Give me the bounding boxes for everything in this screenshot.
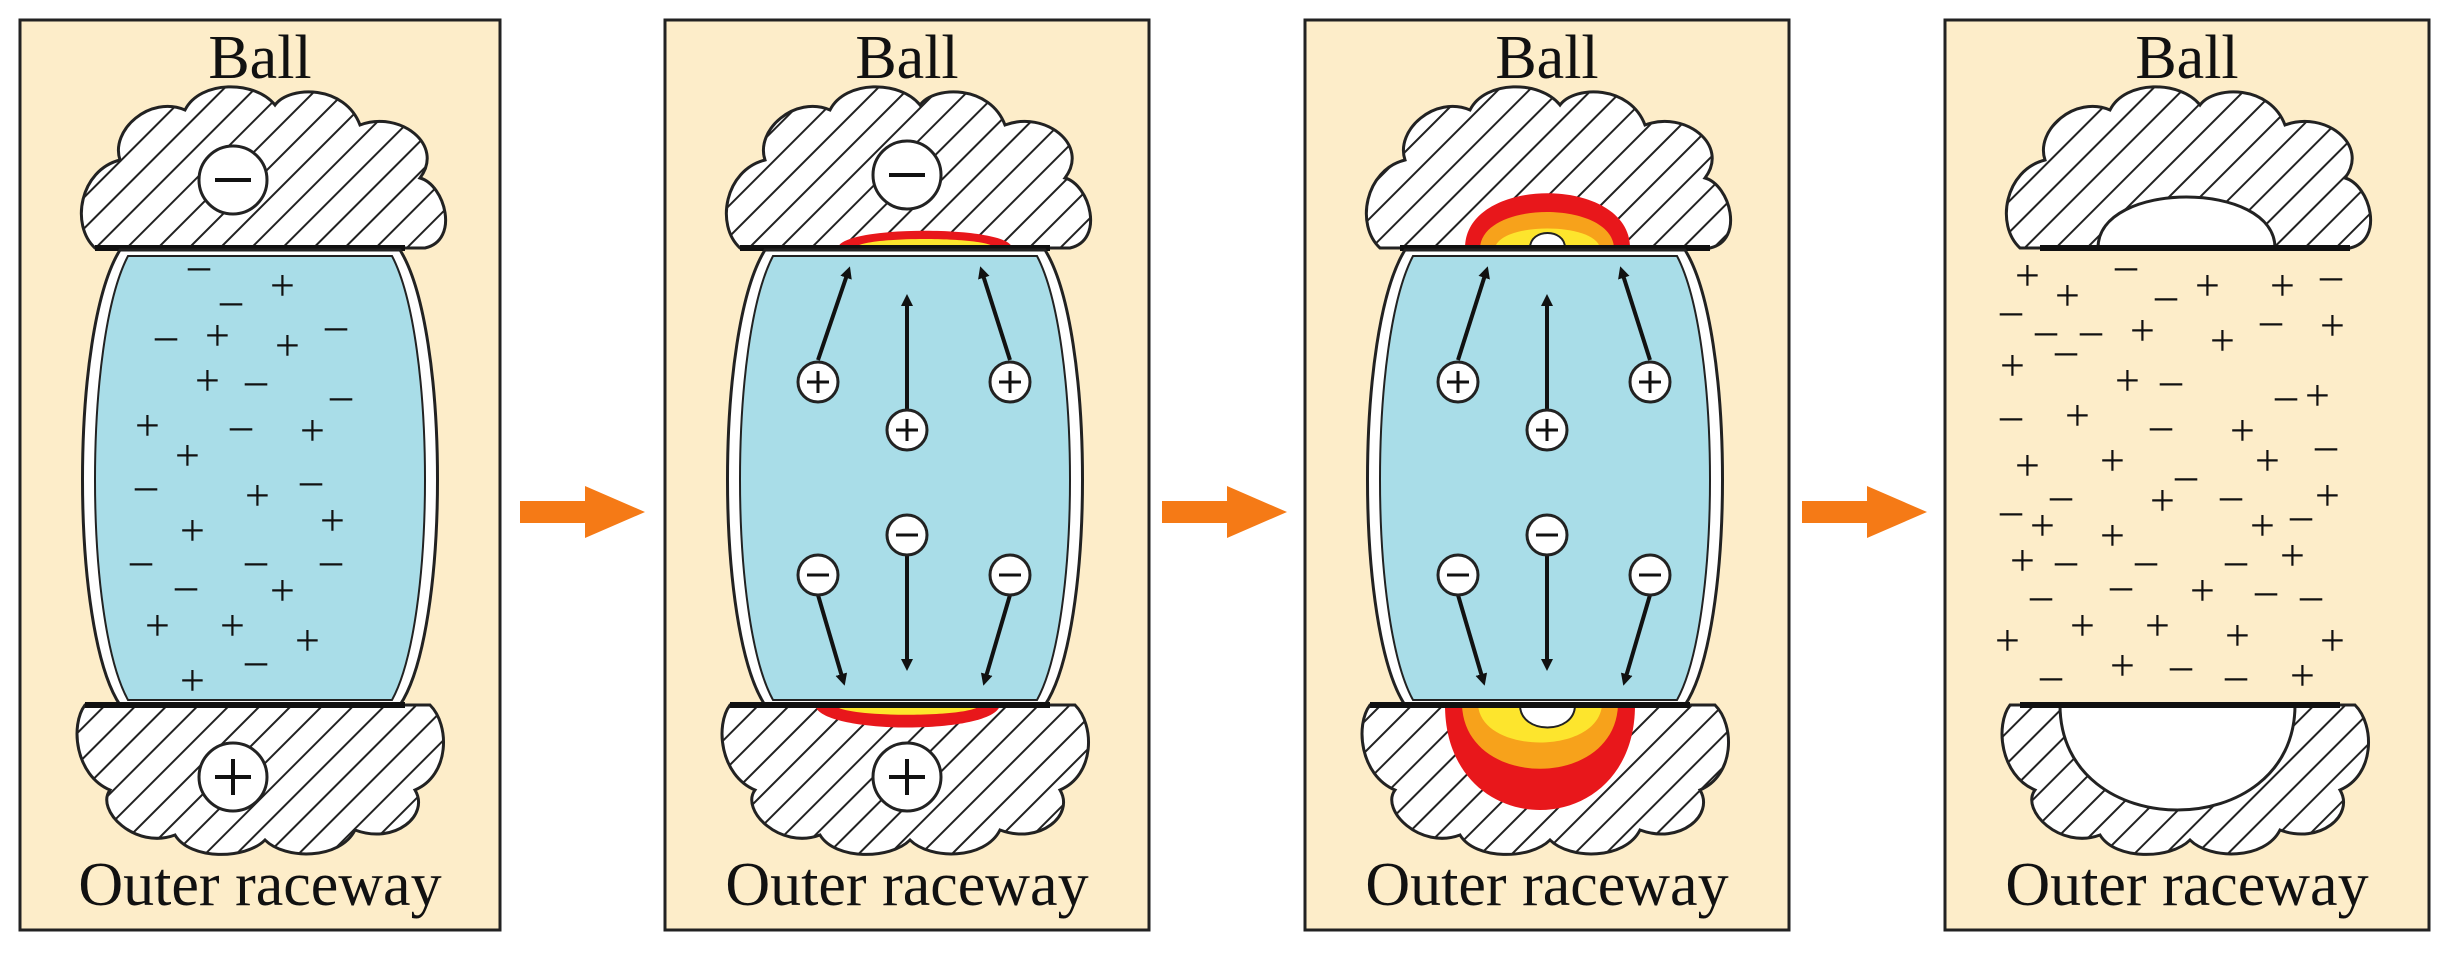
ball-label: Ball — [2135, 24, 2238, 92]
plus-charge-icon — [988, 360, 1032, 404]
ball-surface — [1364, 85, 1732, 250]
lubricant-film — [94, 255, 426, 701]
panel-3: Ball — [1303, 18, 1791, 932]
minus-charge-icon — [1628, 553, 1672, 597]
plus-charge-icon — [197, 741, 269, 813]
plus-charge-icon — [1436, 360, 1480, 404]
minus-charge-icon — [796, 553, 840, 597]
panel-1: Ball –+ – –++– +–– +–+ + –+– ++ ––– –+ — [18, 18, 502, 932]
ball-label: Ball — [1495, 24, 1598, 92]
minus-charge-icon — [197, 144, 269, 216]
plus-charge-icon — [1525, 408, 1569, 452]
ball-label: Ball — [208, 24, 311, 92]
minus-charge-icon — [988, 553, 1032, 597]
right-arrow-icon — [520, 486, 645, 538]
dispersed-charges: +–++– –+–+ ––++– +–+–+ –+–+– ++–+– ––+–+… — [1995, 241, 2356, 700]
pit-bottom — [2058, 703, 2297, 812]
panel-2: Ball — [663, 18, 1151, 932]
pit-top — [2096, 195, 2277, 250]
minus-charge-icon — [1436, 553, 1480, 597]
right-arrow-icon — [1802, 486, 1927, 538]
plus-charge-icon — [885, 408, 929, 452]
right-arrow-icon — [1162, 486, 1287, 538]
migration-arrows — [1456, 266, 1652, 686]
ball-label: Ball — [855, 24, 958, 92]
ball-surface — [2004, 85, 2372, 250]
plus-charge-icon — [871, 741, 943, 813]
outer-raceway-label: Outer raceway — [2005, 851, 2368, 919]
migration-arrows — [816, 266, 1012, 686]
plus-charge-icon — [796, 360, 840, 404]
panel-4: Ball +–++– –+–+ ––++– +–+–+ –+–+– ++–+– … — [1943, 18, 2431, 932]
minus-charge-icon — [885, 513, 929, 557]
dispersed-charges: –+ – –++– +–– +–+ + –+– ++ ––– –+ +++ –+ — [129, 241, 363, 705]
minus-charge-icon — [1525, 513, 1569, 557]
outer-raceway-label: Outer raceway — [1365, 851, 1728, 919]
outer-raceway-label: Outer raceway — [725, 851, 1088, 919]
minus-charge-icon — [871, 139, 943, 211]
outer-raceway-label: Outer raceway — [78, 851, 441, 919]
plus-charge-icon — [1628, 360, 1672, 404]
